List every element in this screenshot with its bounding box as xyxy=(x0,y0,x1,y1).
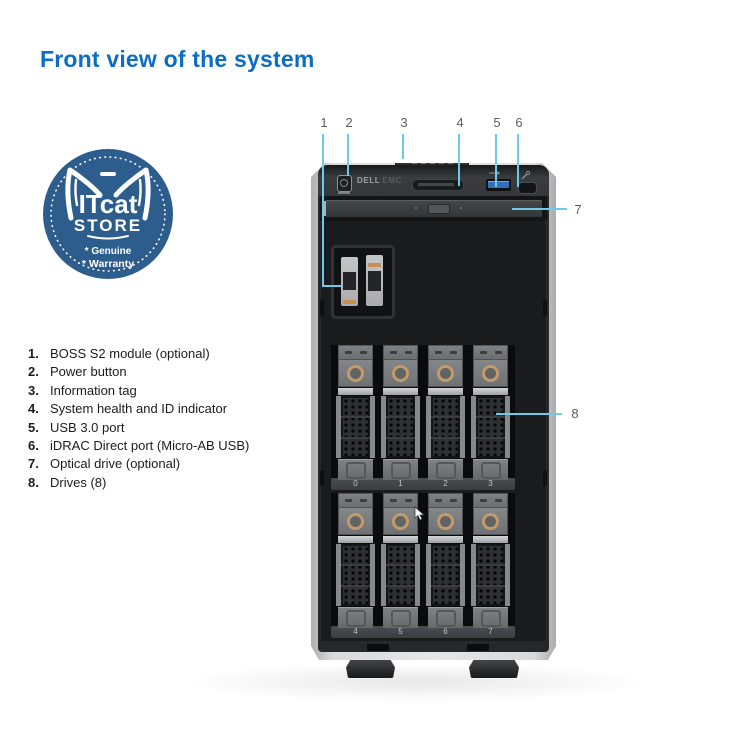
carrier-release-knob xyxy=(428,507,463,535)
idrac-direct-port xyxy=(518,182,537,194)
logo-text-store: STORE xyxy=(74,216,142,235)
drive-carrier-4 xyxy=(333,493,378,628)
callout-number-8: 8 xyxy=(571,406,579,421)
leader-line-2 xyxy=(347,134,349,176)
carrier-release-knob xyxy=(473,507,508,535)
carrier-release-knob xyxy=(473,359,508,387)
mouse-cursor xyxy=(414,506,425,521)
bezel-clip xyxy=(320,470,324,486)
drive-row-lower xyxy=(331,493,515,628)
carrier-release-knob xyxy=(428,359,463,387)
tower-foot-left xyxy=(346,659,395,678)
bay-label: 7 xyxy=(488,627,493,636)
carrier-release-knob xyxy=(338,359,373,387)
carrier-release-knob xyxy=(383,507,418,535)
power-button xyxy=(337,175,352,192)
legend-label: BOSS S2 module (optional) xyxy=(50,346,210,361)
carrier-release-knob xyxy=(338,507,373,535)
bay-label: 4 xyxy=(353,627,358,636)
legend-label: iDRAC Direct port (Micro-AB USB) xyxy=(50,438,250,454)
legend-label: Drives (8) xyxy=(50,474,107,490)
callout-number-2: 2 xyxy=(345,115,353,130)
leader-line-8 xyxy=(496,413,562,415)
bezel-slot xyxy=(467,644,489,651)
legend-item: 2.Power button xyxy=(28,363,249,381)
logo-note-genuine: * Genuine xyxy=(85,246,132,257)
bay-label: 6 xyxy=(443,627,448,636)
callout-number-1: 1 xyxy=(320,115,328,130)
bezel-bottom-strip xyxy=(321,641,546,652)
callout-number-7: 7 xyxy=(574,202,582,217)
bay-number-strip-upper: 0 1 2 3 xyxy=(331,478,515,490)
boss-card-2 xyxy=(366,255,383,306)
drive-carrier-0 xyxy=(333,345,378,480)
legend-label: USB 3.0 port xyxy=(50,419,125,435)
bezel-clip xyxy=(320,300,324,316)
system-health-id-indicator xyxy=(412,179,464,191)
tower-shadow xyxy=(180,666,650,702)
bezel-clip xyxy=(543,470,547,486)
boss-s2-module xyxy=(331,245,395,319)
callout-number-6: 6 xyxy=(515,115,523,130)
legend-item: 4.System health and ID indicator xyxy=(28,400,249,418)
logo-text-itcat: ITcat xyxy=(79,189,138,219)
callout-legend: 1.BOSS S2 module (optional) 2.Power butt… xyxy=(28,345,249,492)
bezel-clip xyxy=(543,300,547,316)
legend-label: Optical drive (optional) xyxy=(50,456,181,472)
drive-carrier-3 xyxy=(468,345,513,480)
drive-carrier-2 xyxy=(423,345,468,480)
bay-label: 2 xyxy=(443,479,448,488)
cat-ears-icon xyxy=(65,167,151,240)
drive-carrier-5 xyxy=(378,493,423,628)
idrac-wrench-icon xyxy=(521,171,531,180)
drive-carrier-6 xyxy=(423,493,468,628)
leader-line-1 xyxy=(322,134,341,287)
bay-label: 1 xyxy=(398,479,403,488)
usb-3-port xyxy=(486,179,511,191)
legend-item: 3.Information tag xyxy=(28,382,249,400)
carrier-release-knob xyxy=(383,359,418,387)
drive-bays: 0 1 2 3 4 5 6 7 xyxy=(331,345,515,638)
bezel-slot xyxy=(367,644,389,651)
leader-line-6 xyxy=(517,134,519,187)
leader-line-4 xyxy=(458,134,460,186)
optical-drive xyxy=(320,196,547,221)
boss-card-1 xyxy=(341,257,358,306)
legend-label: Information tag xyxy=(50,382,137,398)
page-title: Front view of the system xyxy=(40,46,315,72)
optical-eject-button xyxy=(428,204,450,214)
drive-row-upper xyxy=(331,345,515,480)
callout-number-4: 4 xyxy=(456,115,464,130)
bay-label: 0 xyxy=(353,479,358,488)
legend-item: 5.USB 3.0 port xyxy=(28,419,249,437)
bay-label: 3 xyxy=(488,479,493,488)
leader-line-7 xyxy=(512,208,567,210)
bay-label: 5 xyxy=(398,627,403,636)
itcat-store-logo: ITcat STORE * Genuine * Warranty xyxy=(43,149,173,279)
optical-activity-led xyxy=(415,207,417,209)
bay-number-strip-lower: 4 5 6 7 xyxy=(331,626,515,638)
legend-item: 6.iDRAC Direct port (Micro-AB USB) xyxy=(28,437,249,455)
leader-line-3 xyxy=(402,134,404,159)
logo-dotted-ring xyxy=(50,156,166,272)
drive-carrier-1 xyxy=(378,345,423,480)
legend-item: 7.Optical drive (optional) xyxy=(28,455,249,473)
callout-number-5: 5 xyxy=(493,115,501,130)
optical-emergency-hole xyxy=(460,207,462,209)
logo-note-warranty: * Warranty xyxy=(82,258,134,270)
legend-label: Power button xyxy=(50,364,127,380)
power-button-indicator xyxy=(338,192,350,194)
callout-number-3: 3 xyxy=(400,115,408,130)
tower-foot-right xyxy=(469,659,519,678)
legend-label: System health and ID indicator xyxy=(50,401,228,417)
legend-item: 1.BOSS S2 module (optional) xyxy=(28,345,249,363)
legend-item: 8.Drives (8) xyxy=(28,474,249,492)
drive-carrier-7 xyxy=(468,493,513,628)
leader-line-5 xyxy=(495,134,497,187)
